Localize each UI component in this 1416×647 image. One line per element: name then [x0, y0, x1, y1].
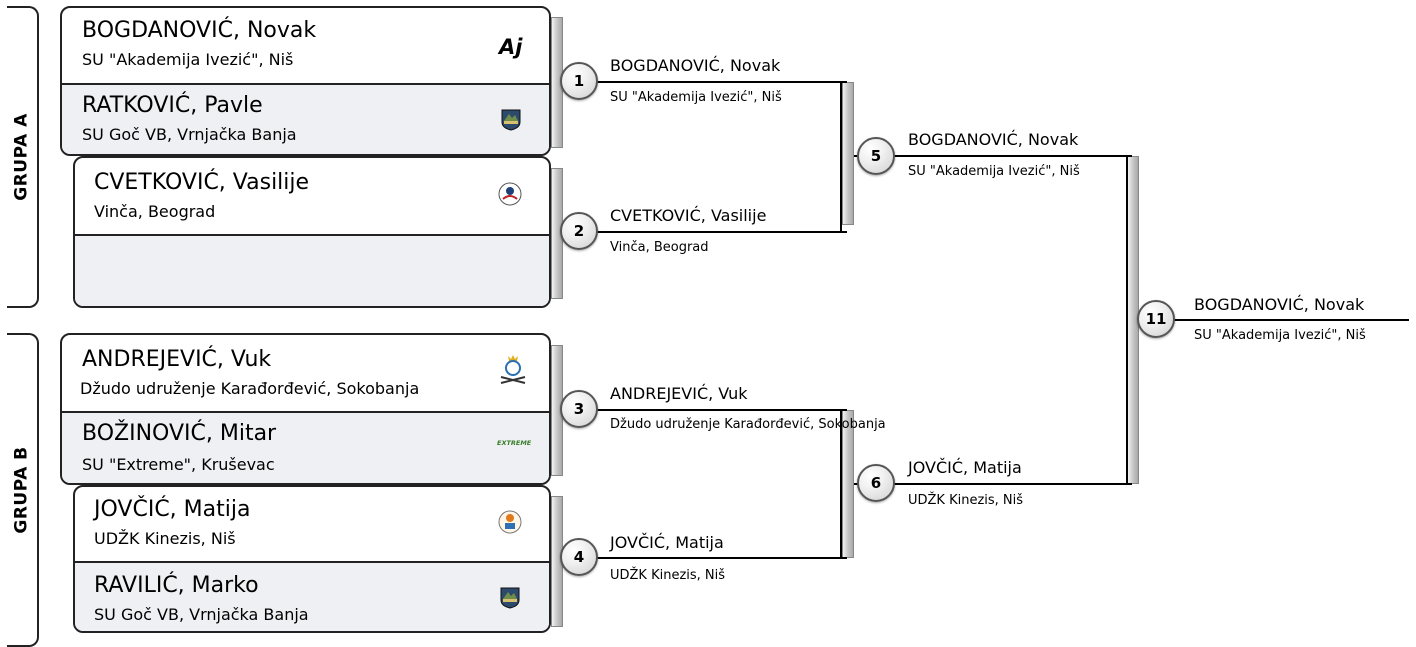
pair-4-box: JOVČIĆ, Matija UDŽK Kinezis, Niš RAVILIĆ… [73, 485, 551, 633]
match-5-connector [840, 81, 842, 233]
match-3-badge[interactable]: 3 [560, 390, 598, 428]
match-number: 4 [573, 548, 585, 566]
match-3-winner-name: ANDREJEVIĆ, Vuk [610, 384, 748, 403]
group-a-tab: GRUPA A [7, 6, 39, 308]
pair-4-bottom-slot[interactable]: RAVILIĆ, Marko SU Goč VB, Vrnjačka Banja [75, 561, 549, 631]
match-3-winner-club: Džudo udruženje Karađorđević, Sokobanja [610, 417, 886, 432]
pair-3-box: ANDREJEVIĆ, Vuk Džudo udruženje Karađorđ… [60, 333, 551, 485]
akademija-logo-text: Aj [497, 35, 523, 59]
pair-2-box: CVETKOVIĆ, Vasilije Vinča, Beograd [73, 156, 551, 308]
group-a-label: GRUPA A [12, 113, 33, 201]
match-6-winner-name: JOVČIĆ, Matija [908, 458, 1022, 477]
match-5-winner-name: BOGDANOVIĆ, Novak [908, 130, 1079, 149]
match-4-winner-club: UDŽK Kinezis, Niš [610, 568, 726, 583]
karadjordjevic-logo-icon [498, 353, 528, 385]
pair-4-top-slot[interactable]: JOVČIĆ, Matija UDŽK Kinezis, Niš [75, 487, 549, 561]
pair-3-bottom-slot[interactable]: BOŽINOVIĆ, Mitar SU "Extreme", Kruševac … [62, 411, 549, 483]
competitor-name: RAVILIĆ, Marko [94, 573, 259, 598]
match-6-badge[interactable]: 6 [857, 464, 895, 502]
match-11-winner-club: SU "Akademija Ivezić", Niš [1194, 328, 1366, 343]
pair-1-box: BOGDANOVIĆ, Novak SU "Akademija Ivezić",… [60, 6, 551, 156]
match-11-badge[interactable]: 11 [1137, 300, 1175, 338]
match-2-winner-name: CVETKOVIĆ, Vasilije [610, 206, 767, 225]
goc-logo-icon [498, 585, 522, 609]
match-number: 6 [870, 474, 882, 492]
pair-1-top-slot[interactable]: BOGDANOVIĆ, Novak SU "Akademija Ivezić",… [62, 8, 549, 83]
match-1-winner-name: BOGDANOVIĆ, Novak [610, 56, 781, 75]
match-6-line [854, 483, 1132, 485]
kinezis-logo-icon [498, 509, 522, 534]
match-4-badge[interactable]: 4 [560, 538, 598, 576]
match-2-line [563, 231, 847, 233]
pair-2-bottom-slot[interactable] [75, 234, 549, 306]
competitor-club: SU Goč VB, Vrnjačka Banja [94, 605, 309, 624]
match-11-winner-name: BOGDANOVIĆ, Novak [1194, 295, 1365, 314]
match-4-line [563, 557, 847, 559]
match-5-line [854, 155, 1132, 157]
match-6-winner-club: UDŽK Kinezis, Niš [908, 493, 1024, 508]
match-number: 11 [1145, 310, 1167, 328]
competitor-name: BOGDANOVIĆ, Novak [82, 18, 317, 43]
match-1-line [563, 81, 847, 83]
match-1-badge[interactable]: 1 [560, 62, 598, 100]
match-number: 2 [573, 222, 585, 240]
match-5-badge[interactable]: 5 [857, 137, 895, 175]
match-number: 5 [870, 147, 882, 165]
goc-logo-icon [499, 107, 523, 131]
competitor-name: CVETKOVIĆ, Vasilije [94, 170, 310, 195]
competitor-club: Džudo udruženje Karađorđević, Sokobanja [80, 379, 420, 398]
competitor-name: BOŽINOVIĆ, Mitar [82, 421, 277, 446]
match-2-winner-club: Vinča, Beograd [610, 240, 709, 255]
pair-2-top-slot[interactable]: CVETKOVIĆ, Vasilije Vinča, Beograd [75, 158, 549, 234]
extreme-logo-icon: EXTREME [496, 433, 534, 447]
match-number: 1 [573, 72, 585, 90]
match-6-connector [840, 409, 842, 559]
match-6-bar [842, 410, 854, 558]
competitor-name: JOVČIĆ, Matija [94, 497, 251, 522]
match-11-line [1139, 319, 1409, 321]
akademija-logo-icon: Aj [497, 30, 527, 60]
group-b-tab: GRUPA B [7, 333, 39, 647]
competitor-club: SU "Extreme", Kruševac [82, 455, 275, 474]
competitor-club: SU Goč VB, Vrnjačka Banja [82, 125, 297, 144]
match-4-winner-name: JOVČIĆ, Matija [610, 533, 724, 552]
pair-1-bottom-slot[interactable]: RATKOVIĆ, Pavle SU Goč VB, Vrnjačka Banj… [62, 83, 549, 154]
match-5-bar [842, 82, 854, 225]
match-5-winner-club: SU "Akademija Ivezić", Niš [908, 164, 1080, 179]
competitor-name: RATKOVIĆ, Pavle [82, 93, 263, 118]
match-11-connector [1126, 155, 1128, 485]
match-3-line [563, 409, 847, 411]
competitor-name: ANDREJEVIĆ, Vuk [82, 347, 272, 372]
group-b-label: GRUPA B [12, 446, 32, 534]
vinca-logo-icon [498, 182, 522, 206]
competitor-club: SU "Akademija Ivezić", Niš [82, 50, 294, 69]
pair-3-top-slot[interactable]: ANDREJEVIĆ, Vuk Džudo udruženje Karađorđ… [62, 335, 549, 411]
competitor-club: UDŽK Kinezis, Niš [94, 529, 236, 548]
extreme-logo-text: EXTREME [497, 439, 532, 447]
match-1-winner-club: SU "Akademija Ivezić", Niš [610, 90, 782, 105]
match-2-badge[interactable]: 2 [560, 212, 598, 250]
competitor-club: Vinča, Beograd [94, 202, 216, 221]
match-number: 3 [573, 400, 585, 418]
